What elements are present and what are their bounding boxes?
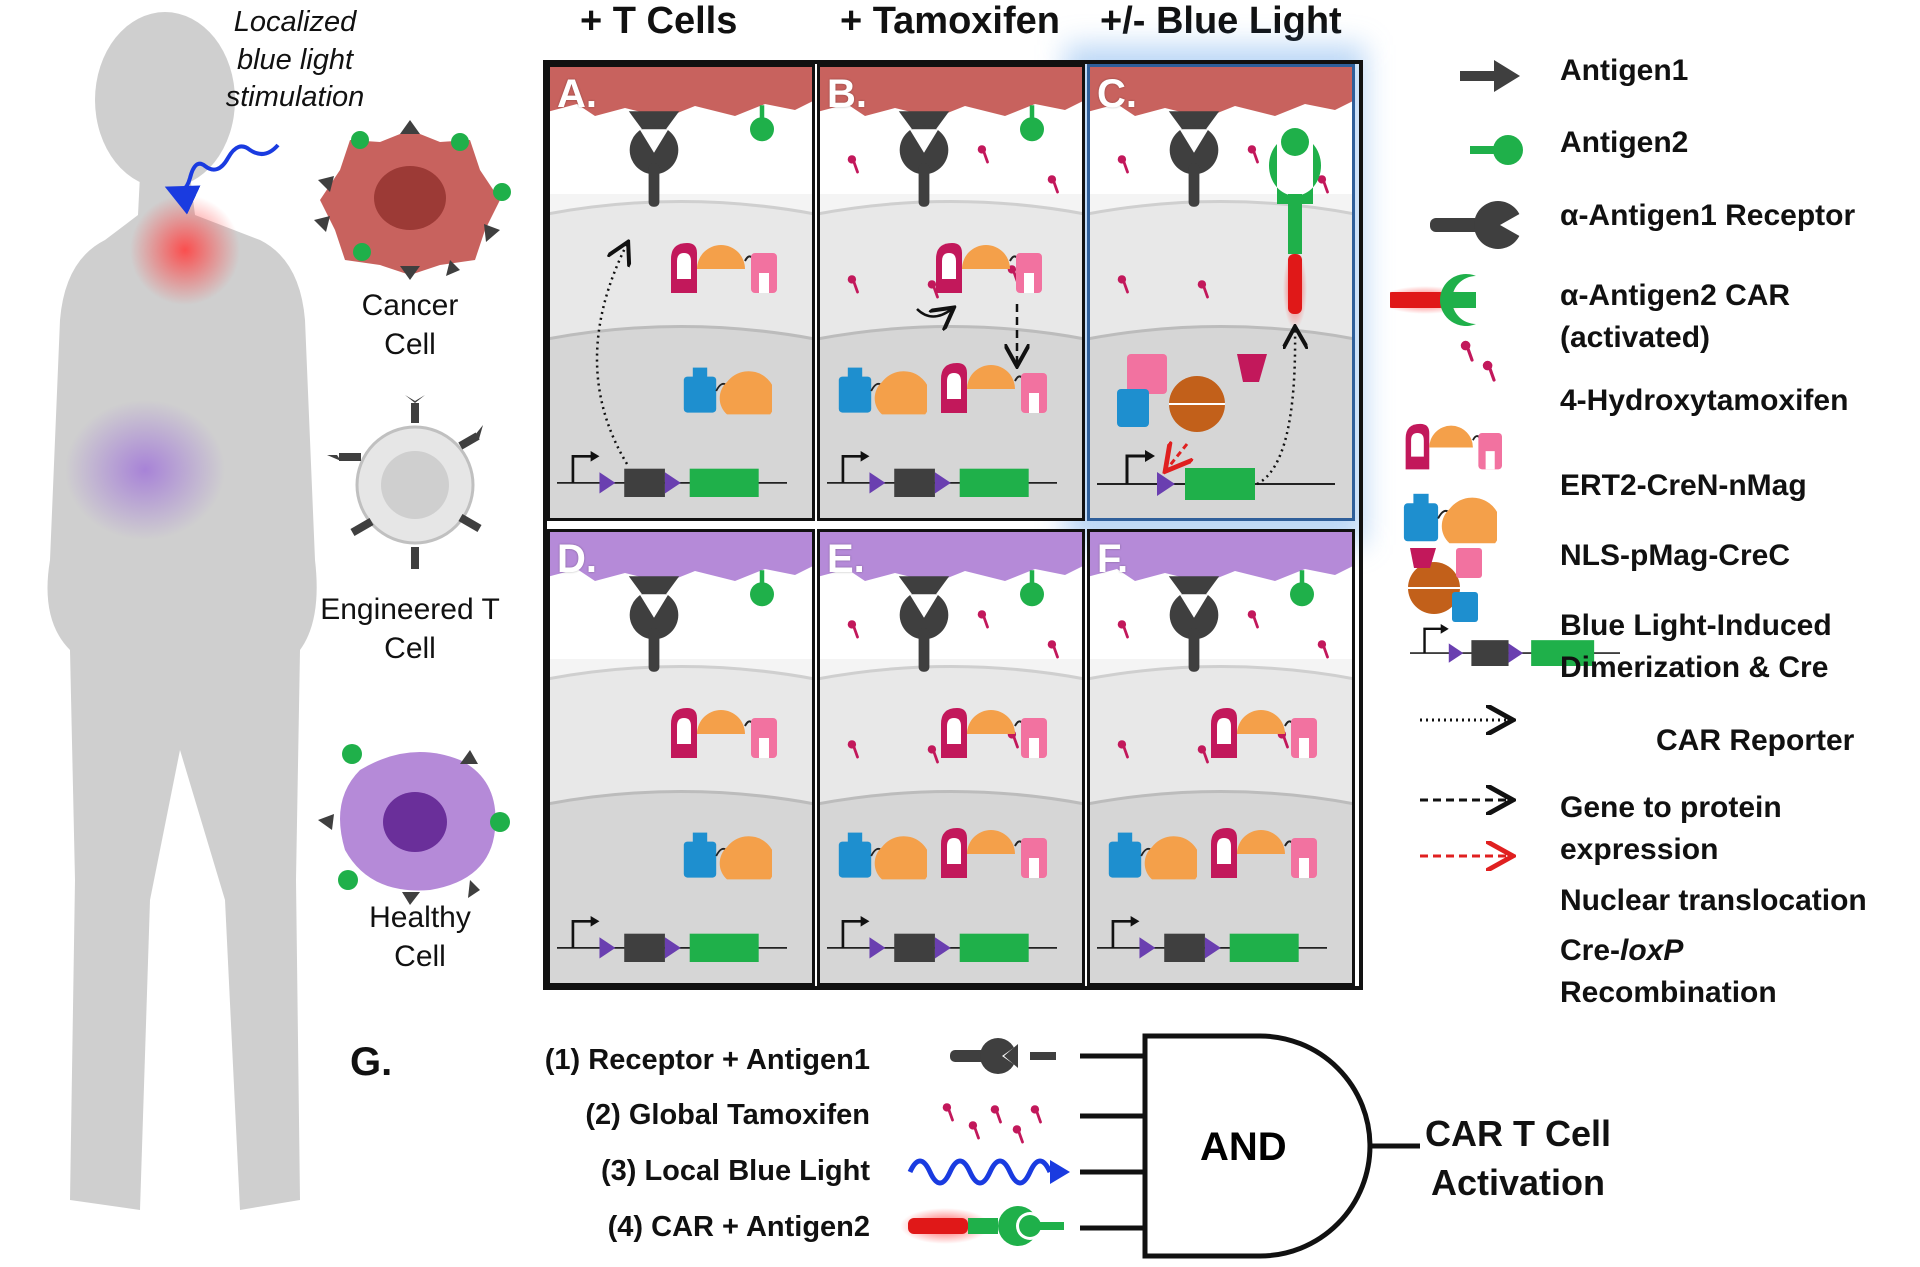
- panel-illustration: [817, 64, 1085, 521]
- panel-border: [547, 64, 815, 521]
- human-silhouette: [47, 12, 317, 1210]
- panel-f: F.: [1087, 529, 1355, 986]
- legend-cre-prefix: Cre-: [1560, 934, 1621, 967]
- and-gate-diagram: AND: [900, 1033, 1420, 1259]
- dimer-legend-icon: [1408, 548, 1482, 622]
- panel-label: D.: [557, 537, 597, 581]
- gate-input-4: (4) CAR + Antigen2: [607, 1211, 870, 1243]
- panel-d: D.: [547, 529, 815, 986]
- column-header-blue-light: +/- Blue Light: [1100, 0, 1342, 42]
- annotation: Localized blue light stimulation: [210, 4, 380, 117]
- legend-cre-line2: Recombination: [1560, 976, 1777, 1009]
- cancer-cell-label-line1: Cancer: [361, 289, 459, 322]
- gate-car-icon: [900, 1206, 1064, 1246]
- t-cell-caption: Engineered T Cell: [290, 590, 530, 668]
- cancer-cell-icon: [314, 120, 511, 280]
- panel-illustration: [1087, 64, 1355, 521]
- cancer-cell-label-line2: Cell: [384, 328, 436, 361]
- legend-nls: NLS-pMag-CreC: [1560, 539, 1790, 572]
- panel-label: E.: [827, 537, 865, 581]
- blue-light-arrow: [164, 143, 280, 215]
- gate-receptor-icon: [950, 1038, 1056, 1074]
- panel-illustration: [817, 529, 1085, 986]
- panel-border: [817, 529, 1085, 986]
- legend-ert2: ERT2-CreN-nMag: [1560, 469, 1807, 502]
- panel-grid: [543, 60, 1363, 990]
- panel-illustration: [547, 529, 815, 986]
- panel-a: A.: [547, 64, 815, 521]
- healthy-cell-icon: [318, 744, 510, 905]
- legend-gene-line1: Gene to protein: [1560, 791, 1782, 824]
- legend-tamoxifen: 4-Hydroxytamoxifen: [1560, 384, 1849, 417]
- panel-border: [1087, 529, 1355, 986]
- tumor-glow: [130, 195, 240, 305]
- panel-illustration: [547, 64, 815, 521]
- healthy-cell-caption: Healthy Cell: [340, 898, 500, 976]
- panel-border: [547, 529, 815, 986]
- gate-and-text: AND: [1200, 1125, 1287, 1169]
- annotation-line1: Localized: [233, 6, 357, 38]
- antigen1-icon: [1494, 60, 1520, 92]
- gate-tamoxifen-icon: [942, 1102, 1042, 1144]
- antigen2-icon: [1470, 135, 1523, 165]
- ert2-legend-icon: [1404, 422, 1502, 471]
- t-cell-label-line2: Cell: [384, 632, 436, 665]
- receptor-legend-icon: [1430, 201, 1530, 249]
- healthy-cell-label-line2: Cell: [394, 940, 446, 973]
- legend-dimer-line2: Dimerization & Cre: [1560, 651, 1829, 684]
- legend-car-line1: α-Antigen2 CAR: [1560, 279, 1791, 312]
- legend-nuclear: Nuclear translocation: [1560, 884, 1867, 917]
- tamoxifen-legend-icon: [1460, 340, 1496, 382]
- legend-antigen2: Antigen2: [1560, 126, 1689, 159]
- legend-cre-italic: loxP: [1620, 934, 1684, 967]
- healthy-cell-label-line1: Healthy: [369, 901, 471, 934]
- panel-c: C.: [1087, 64, 1355, 521]
- panel-illustration: [1087, 529, 1355, 986]
- legend-cre: Cre-loxP Recombination: [1560, 930, 1777, 1014]
- cancer-cell-caption: Cancer Cell: [330, 286, 490, 364]
- annotation-line3: stimulation: [225, 81, 365, 114]
- legend-dimer-line1: Blue Light-Induced: [1560, 609, 1832, 642]
- column-header-tamoxifen: + Tamoxifen: [840, 0, 1060, 42]
- legend-dimer: Blue Light-Induced Dimerization & Cre: [1560, 605, 1832, 689]
- panel-label: B.: [827, 72, 867, 116]
- panel-label: A.: [557, 72, 597, 116]
- gate-output: CAR T Cell Activation: [1425, 1110, 1611, 1207]
- healthy-tissue-glow: [65, 400, 225, 540]
- panel-label: C.: [1097, 72, 1137, 116]
- legend-icons: [1390, 60, 1620, 1040]
- gate-input-1: (1) Receptor + Antigen1: [544, 1044, 870, 1076]
- legend-antigen1: Antigen1: [1560, 54, 1689, 87]
- panel-border: [1087, 64, 1355, 521]
- column-header-t-cells: + T Cells: [580, 0, 738, 42]
- car-legend-icon: [1390, 274, 1476, 326]
- gate-blue-light-icon: [907, 1158, 1053, 1186]
- t-cell-label-line1: Engineered T: [320, 593, 500, 626]
- annotation-line2: blue light: [236, 43, 354, 76]
- panel-b: B.: [817, 64, 1085, 521]
- legend-car-line2: (activated): [1560, 321, 1711, 354]
- gate-input-3: (3) Local Blue Light: [600, 1155, 870, 1187]
- legend-car: α-Antigen2 CAR (activated): [1560, 275, 1790, 359]
- legend-reporter: CAR Reporter: [1656, 724, 1855, 757]
- engineered-t-cell-icon: [327, 395, 483, 569]
- panel-label: F.: [1097, 537, 1129, 581]
- gate-label: G.: [350, 1040, 393, 1084]
- nls-legend-icon: [1402, 492, 1497, 545]
- legend-gene-line2: expression: [1560, 833, 1719, 866]
- panel-e: E.: [817, 529, 1085, 986]
- gate-input-2: (2) Global Tamoxifen: [585, 1099, 870, 1131]
- legend-gene-expression: Gene to protein expression: [1560, 787, 1782, 871]
- legend-receptor: α-Antigen1 Receptor: [1560, 199, 1856, 232]
- panel-border: [817, 64, 1085, 521]
- gate-output-line2: Activation: [1430, 1161, 1606, 1203]
- gate-output-line1: CAR T Cell: [1425, 1113, 1612, 1154]
